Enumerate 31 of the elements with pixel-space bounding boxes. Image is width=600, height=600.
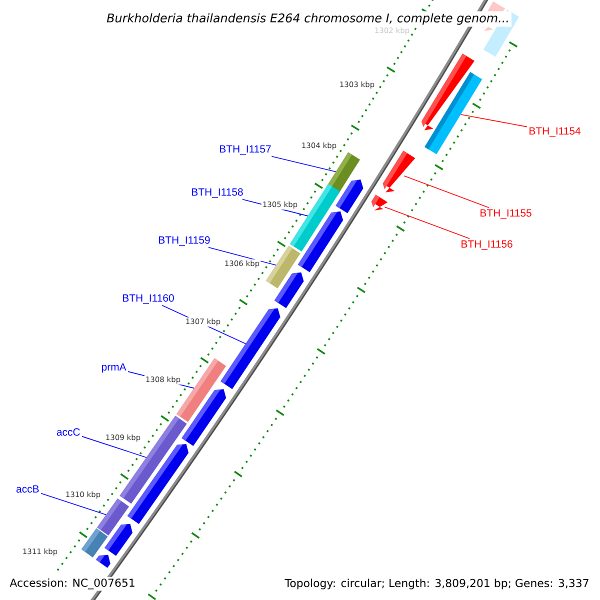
leader-line xyxy=(40,492,106,516)
leader-line xyxy=(404,176,490,208)
gene-block xyxy=(298,211,344,272)
leader-line xyxy=(82,436,147,458)
gene-block xyxy=(336,180,364,214)
gene-bar xyxy=(81,528,108,558)
leader-line xyxy=(208,246,276,266)
gene-label: BTH_I1159 xyxy=(159,236,210,246)
gene-block xyxy=(104,524,132,556)
genome-info: Topology: circular; Length: 3,809,201 bp; Genes: 3,337 xyxy=(283,577,591,591)
gene-block xyxy=(96,554,110,568)
gene-block xyxy=(220,308,280,390)
gene-label: prmA xyxy=(102,363,126,373)
gene-bar xyxy=(424,72,482,154)
leader-line xyxy=(384,206,470,239)
gene-label: accC xyxy=(56,428,80,436)
leader-line xyxy=(271,156,336,172)
gene-block xyxy=(274,272,304,308)
gene-block xyxy=(127,444,189,524)
gene-label: BTH_I1158 xyxy=(192,188,243,198)
gene-block xyxy=(182,389,226,446)
gene-label: accB xyxy=(16,485,39,493)
gene-block xyxy=(371,194,388,210)
gene-label: BTH_I1154 xyxy=(530,127,581,137)
gene-label: BTH_I1157 xyxy=(220,145,271,155)
leader-line xyxy=(460,114,528,128)
gene-label: BTH_I1156 xyxy=(462,240,512,250)
gene-label: BTH_I1160 xyxy=(123,294,174,304)
accession-label: Accession: NC_007651 xyxy=(8,576,137,591)
gene-block xyxy=(382,150,416,192)
gene-label: BTH_I1155 xyxy=(480,209,532,219)
